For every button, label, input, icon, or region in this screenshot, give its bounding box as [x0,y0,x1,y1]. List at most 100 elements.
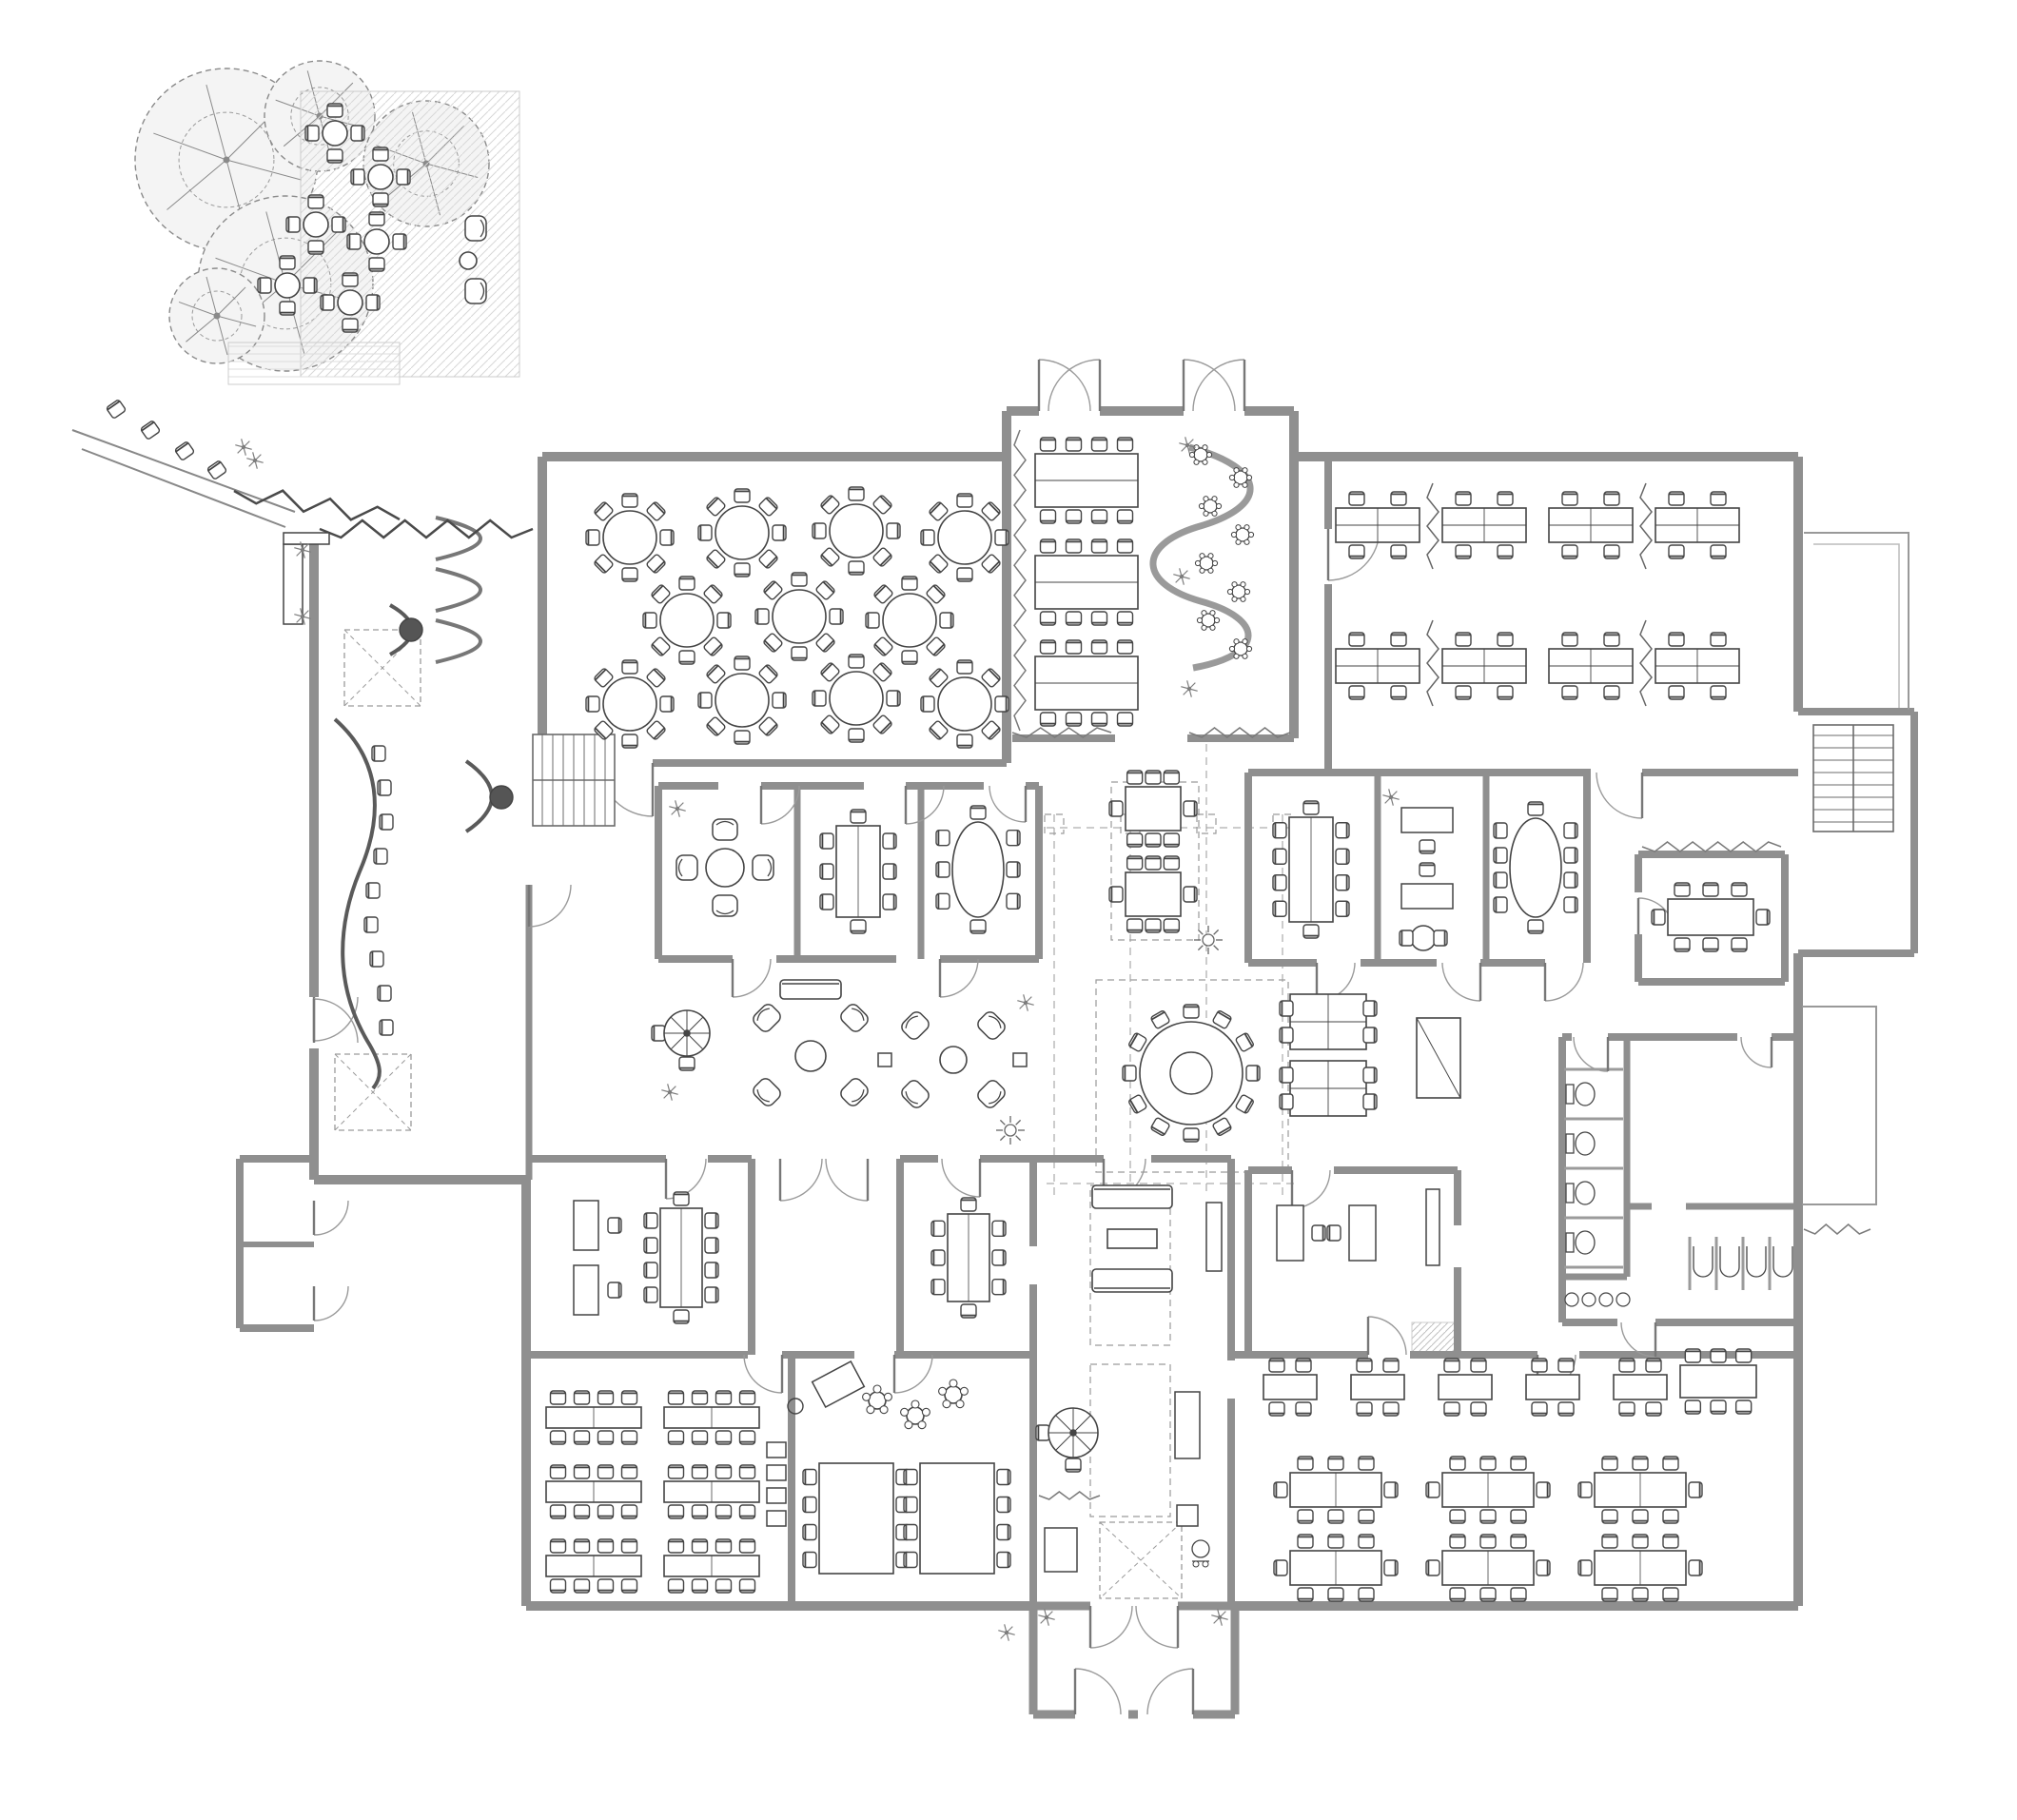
chair-icon [1497,491,1514,506]
chair-icon [678,576,695,591]
zigzag-line [1013,429,1027,732]
chair-icon [1145,770,1162,785]
loose-chair [678,1056,695,1071]
armchair-icon [840,1004,869,1032]
chair-icon [929,668,949,688]
chair-icon [812,690,827,707]
rect-table [663,1538,760,1594]
rect-table [1651,882,1771,952]
chair-icon [1065,437,1083,452]
chair-icon [1561,544,1578,559]
chair-icon [903,1468,918,1486]
chair-icon [1039,509,1057,524]
chair-icon [996,1551,1011,1569]
chair-icon [926,636,946,656]
chair-icon [738,1504,756,1519]
chair-icon [697,524,713,541]
rect-table [1438,1358,1493,1417]
toilet-icon [1565,1131,1596,1156]
round-table [865,576,954,665]
chair-icon [691,1538,709,1554]
chair-icon [1126,918,1144,933]
layer-doors [312,359,1773,1715]
desk-group [1655,632,1740,700]
round-table [754,572,844,661]
door-arc [1543,962,1584,1002]
chair-icon [1065,712,1083,727]
chair-icon [1455,632,1472,647]
chair-icon [1497,544,1514,559]
chair-icon [1128,1032,1147,1052]
chair-icon [704,1212,719,1229]
chair-icon [326,103,343,118]
chair-icon [715,1538,733,1554]
zigzag-line [1803,1223,1871,1235]
rect-table [1272,800,1350,939]
door-arc [1740,1036,1773,1068]
stool-icon [1228,638,1253,659]
round-table [697,656,787,745]
plant-icon [294,541,311,558]
rect-table [1425,1456,1551,1524]
zigzag-line [1426,482,1439,570]
chair-icon [1272,822,1287,839]
chair-icon [1039,538,1057,554]
chair-icon [815,633,835,653]
chair-icon [377,985,392,1002]
layer-hatch [227,90,1457,1354]
door-arc [759,785,800,825]
chair-icon [935,892,950,910]
dashed-zone [1196,813,1217,834]
dashed-zone [1089,1184,1171,1346]
chair-icon [1651,909,1666,926]
chair-icon [307,194,324,209]
chair-icon [829,608,844,625]
chair-icon [969,805,987,820]
dashed-zone [1110,781,1200,941]
chair-icon [1632,1587,1649,1602]
rect-table [1106,1228,1158,1249]
chair-icon [1561,491,1578,506]
chair-icon [1710,685,1727,700]
loose-chair [1311,1224,1326,1242]
door-arc [1088,1605,1133,1649]
plan-path [1813,543,1900,708]
chair-icon [691,1430,709,1445]
round-table [1122,1004,1261,1143]
layer-deco [71,429,1909,1500]
chair-icon [368,257,385,272]
chair-icon [1183,886,1198,903]
chair-icon [1302,924,1320,939]
chair-icon [1006,861,1021,878]
chair-icon [929,554,949,574]
chair-icon [820,495,840,515]
chair-icon [691,1390,709,1405]
chair-icon [1183,1004,1200,1019]
chair-icon [1356,1358,1373,1373]
chair-icon [1470,1401,1487,1417]
round-table [459,251,478,270]
armchair-icon [712,818,738,841]
chair-icon [346,233,362,250]
chair-icon [872,495,892,515]
chair-icon [926,584,946,604]
rect-table [545,1464,642,1519]
chair-icon [706,716,726,736]
chair-icon [697,692,713,709]
desk-group [1441,491,1527,559]
chair-icon [691,1464,709,1479]
door-arc [1048,359,1102,412]
armchair-icon [840,1078,869,1106]
rect-table [930,1197,1007,1319]
chair-icon [1245,1065,1261,1082]
chair-icon [646,720,666,740]
hatch-area [1411,1321,1457,1354]
stairs [1812,724,1894,832]
chair-icon [939,612,954,629]
flower-table [862,1384,892,1415]
chair-icon [758,716,778,736]
chair-icon [646,668,666,688]
zigzag-line [1639,619,1653,707]
chair-icon [659,529,675,546]
